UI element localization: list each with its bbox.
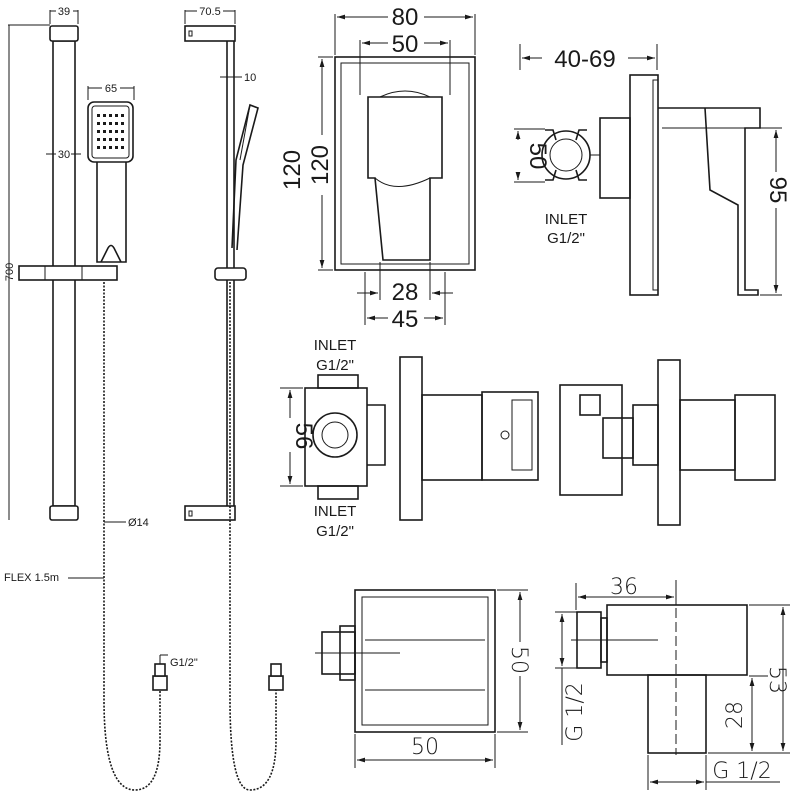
inlet-bottom-thread: G1/2" [316, 523, 354, 540]
dim-inlet-height: 50 [524, 143, 551, 170]
outlet-elbow-side-view: 36 G 1/2 53 28 G 1/2 [555, 575, 790, 790]
dim-handle-width-top: 50 [392, 31, 419, 58]
dim-pipe-width: 30 [58, 149, 70, 161]
dim-hose-thread: G1/2" [170, 657, 198, 669]
valve-side-view-2 [559, 359, 776, 526]
dim-spigot-height: 28 [723, 701, 748, 729]
rail-side-view: 70.5 10 [184, 6, 284, 791]
inlet-top-label: INLET [314, 337, 357, 354]
dim-body-height: 56 [290, 423, 317, 450]
inlet-top-thread: G1/2" [316, 357, 354, 374]
valve-side-view: 40-69 50 95 INLET G1/2" [508, 44, 794, 296]
dim-handset-width: 65 [105, 83, 117, 95]
dim-valve-depth: 40-69 [554, 46, 615, 73]
dim-plate-width: 80 [392, 4, 419, 31]
dim-elbow-thread-bottom: G 1/2 [712, 759, 771, 784]
dim-body-width: 45 [392, 306, 419, 333]
dim-elbow-thread-side: G 1/2 [563, 682, 588, 741]
dim-pipe-diameter: 10 [244, 72, 256, 84]
dim-hose-diameter: Ø14 [128, 517, 149, 529]
dim-elbow-height: 50 [506, 646, 531, 674]
dim-elbow-width: 50 [411, 735, 439, 760]
dim-plate-height: 120 [307, 145, 334, 185]
spray-nozzles [97, 114, 124, 149]
inlet-label: INLET [545, 211, 588, 228]
valve-back-view: 56 INLET G1/2" INLET G1/2" [276, 337, 539, 540]
inlet-thread: G1/2" [547, 230, 585, 247]
dim-rail-depth: 70.5 [199, 6, 220, 18]
dim-hose-length: FLEX 1.5m [4, 572, 59, 584]
outlet-elbow-front-view: 50 50 [315, 589, 534, 768]
rail-front-view: 39 700 65 30 G1/2" Ø14 FLEX 1.5m [4, 6, 198, 791]
dim-rail-height: 700 [4, 263, 16, 281]
dim-elbow-depth: 36 [610, 575, 638, 600]
inlet-bottom-label: INLET [314, 503, 357, 520]
dim-plate-height-clipped: 120 [279, 150, 306, 190]
dim-handle-width-bottom: 28 [392, 279, 419, 306]
valve-front-view: 80 50 120 120 28 45 [279, 3, 476, 333]
dim-side-plate-height: 95 [764, 177, 791, 204]
dim-rail-width: 39 [58, 6, 70, 18]
dim-elbow-total-height: 53 [764, 666, 789, 694]
